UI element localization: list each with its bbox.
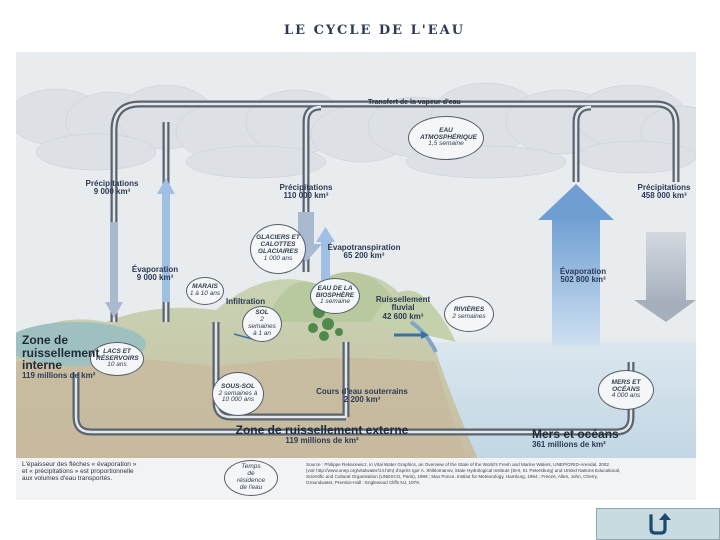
- thickness-note: L'épaisseur des flèches « évaporation » …: [22, 461, 137, 482]
- precipitation-arrow-left: [105, 222, 123, 318]
- subsoil-bubble: SOUS-SOL 2 semaines à 10 000 ans: [212, 372, 264, 416]
- soil-bubble: SOL 2 semaines à 1 an: [242, 306, 282, 342]
- evapotranspiration-text: Évapotranspiration 65 200 km³: [327, 243, 401, 261]
- external-zone-text: Zone de ruissellement externe 119 millio…: [235, 423, 409, 445]
- source-text: Source : Philippe Rekacewicz, in Vital W…: [306, 462, 621, 485]
- diagram-artwork: [16, 22, 696, 500]
- runoff-text: Ruissellement fluvial 42 600 km³: [375, 295, 431, 321]
- precipitation-left-text: Précipitations 9 000 km³: [85, 179, 139, 197]
- internal-zone-text: Zone de ruissellement interne 119 millio…: [22, 333, 100, 380]
- infiltration-label: Infiltration: [226, 297, 266, 306]
- precipitation-arrow-right: [634, 232, 696, 322]
- evaporation-arrow-ocean: [538, 184, 614, 346]
- lakes-bubble: LACS ET RÉSERVOIRS 10 ans: [90, 342, 144, 376]
- diagram-title: LE CYCLE DE L'EAU: [284, 23, 466, 38]
- evaporation-arrow-left: [157, 178, 175, 302]
- evaporation-ocean-text: Évaporation 502 800 km³: [559, 267, 607, 285]
- water-cycle-diagram: LE CYCLE DE L'EAU Transfert de la vapeur…: [16, 22, 696, 500]
- return-arrow-icon: [649, 513, 671, 535]
- marshes-bubble: MARAIS 1 à 10 ans: [186, 277, 224, 305]
- rivers-bubble: RIVIÈRES 2 semaines: [444, 296, 494, 332]
- biosphere-bubble: EAU DE LA BIOSPHÈRE 1 semaine: [310, 278, 360, 314]
- legend-residence-bubble: Temps de résidence de l'eau: [224, 460, 278, 496]
- underground-text: Cours d'eau souterrains 2 200 km³: [316, 387, 408, 405]
- seas-bubble: MERS ET OCÉANS 4 000 ans: [598, 370, 654, 410]
- evaporation-left-text: Évaporation 9 000 km³: [131, 265, 179, 283]
- glaciers-bubble: GLACIERS ET CALOTTES GLACIAIRES 1 000 an…: [250, 224, 306, 274]
- vapour-transfer-label: Transfert de la vapeur d'eau: [368, 99, 461, 106]
- atmosphere-bubble: EAU ATMOSPHÉRIQUE 1,5 semaine: [408, 116, 484, 160]
- precipitation-mid-text: Précipitations 110 000 km³: [279, 183, 333, 201]
- seas-zone-text: Mers et océans 361 millions de km²: [532, 427, 619, 449]
- return-button[interactable]: [596, 508, 720, 540]
- precipitation-right-text: Précipitations 458 000 km³: [637, 183, 691, 201]
- evapotranspiration-arrow: [316, 227, 335, 288]
